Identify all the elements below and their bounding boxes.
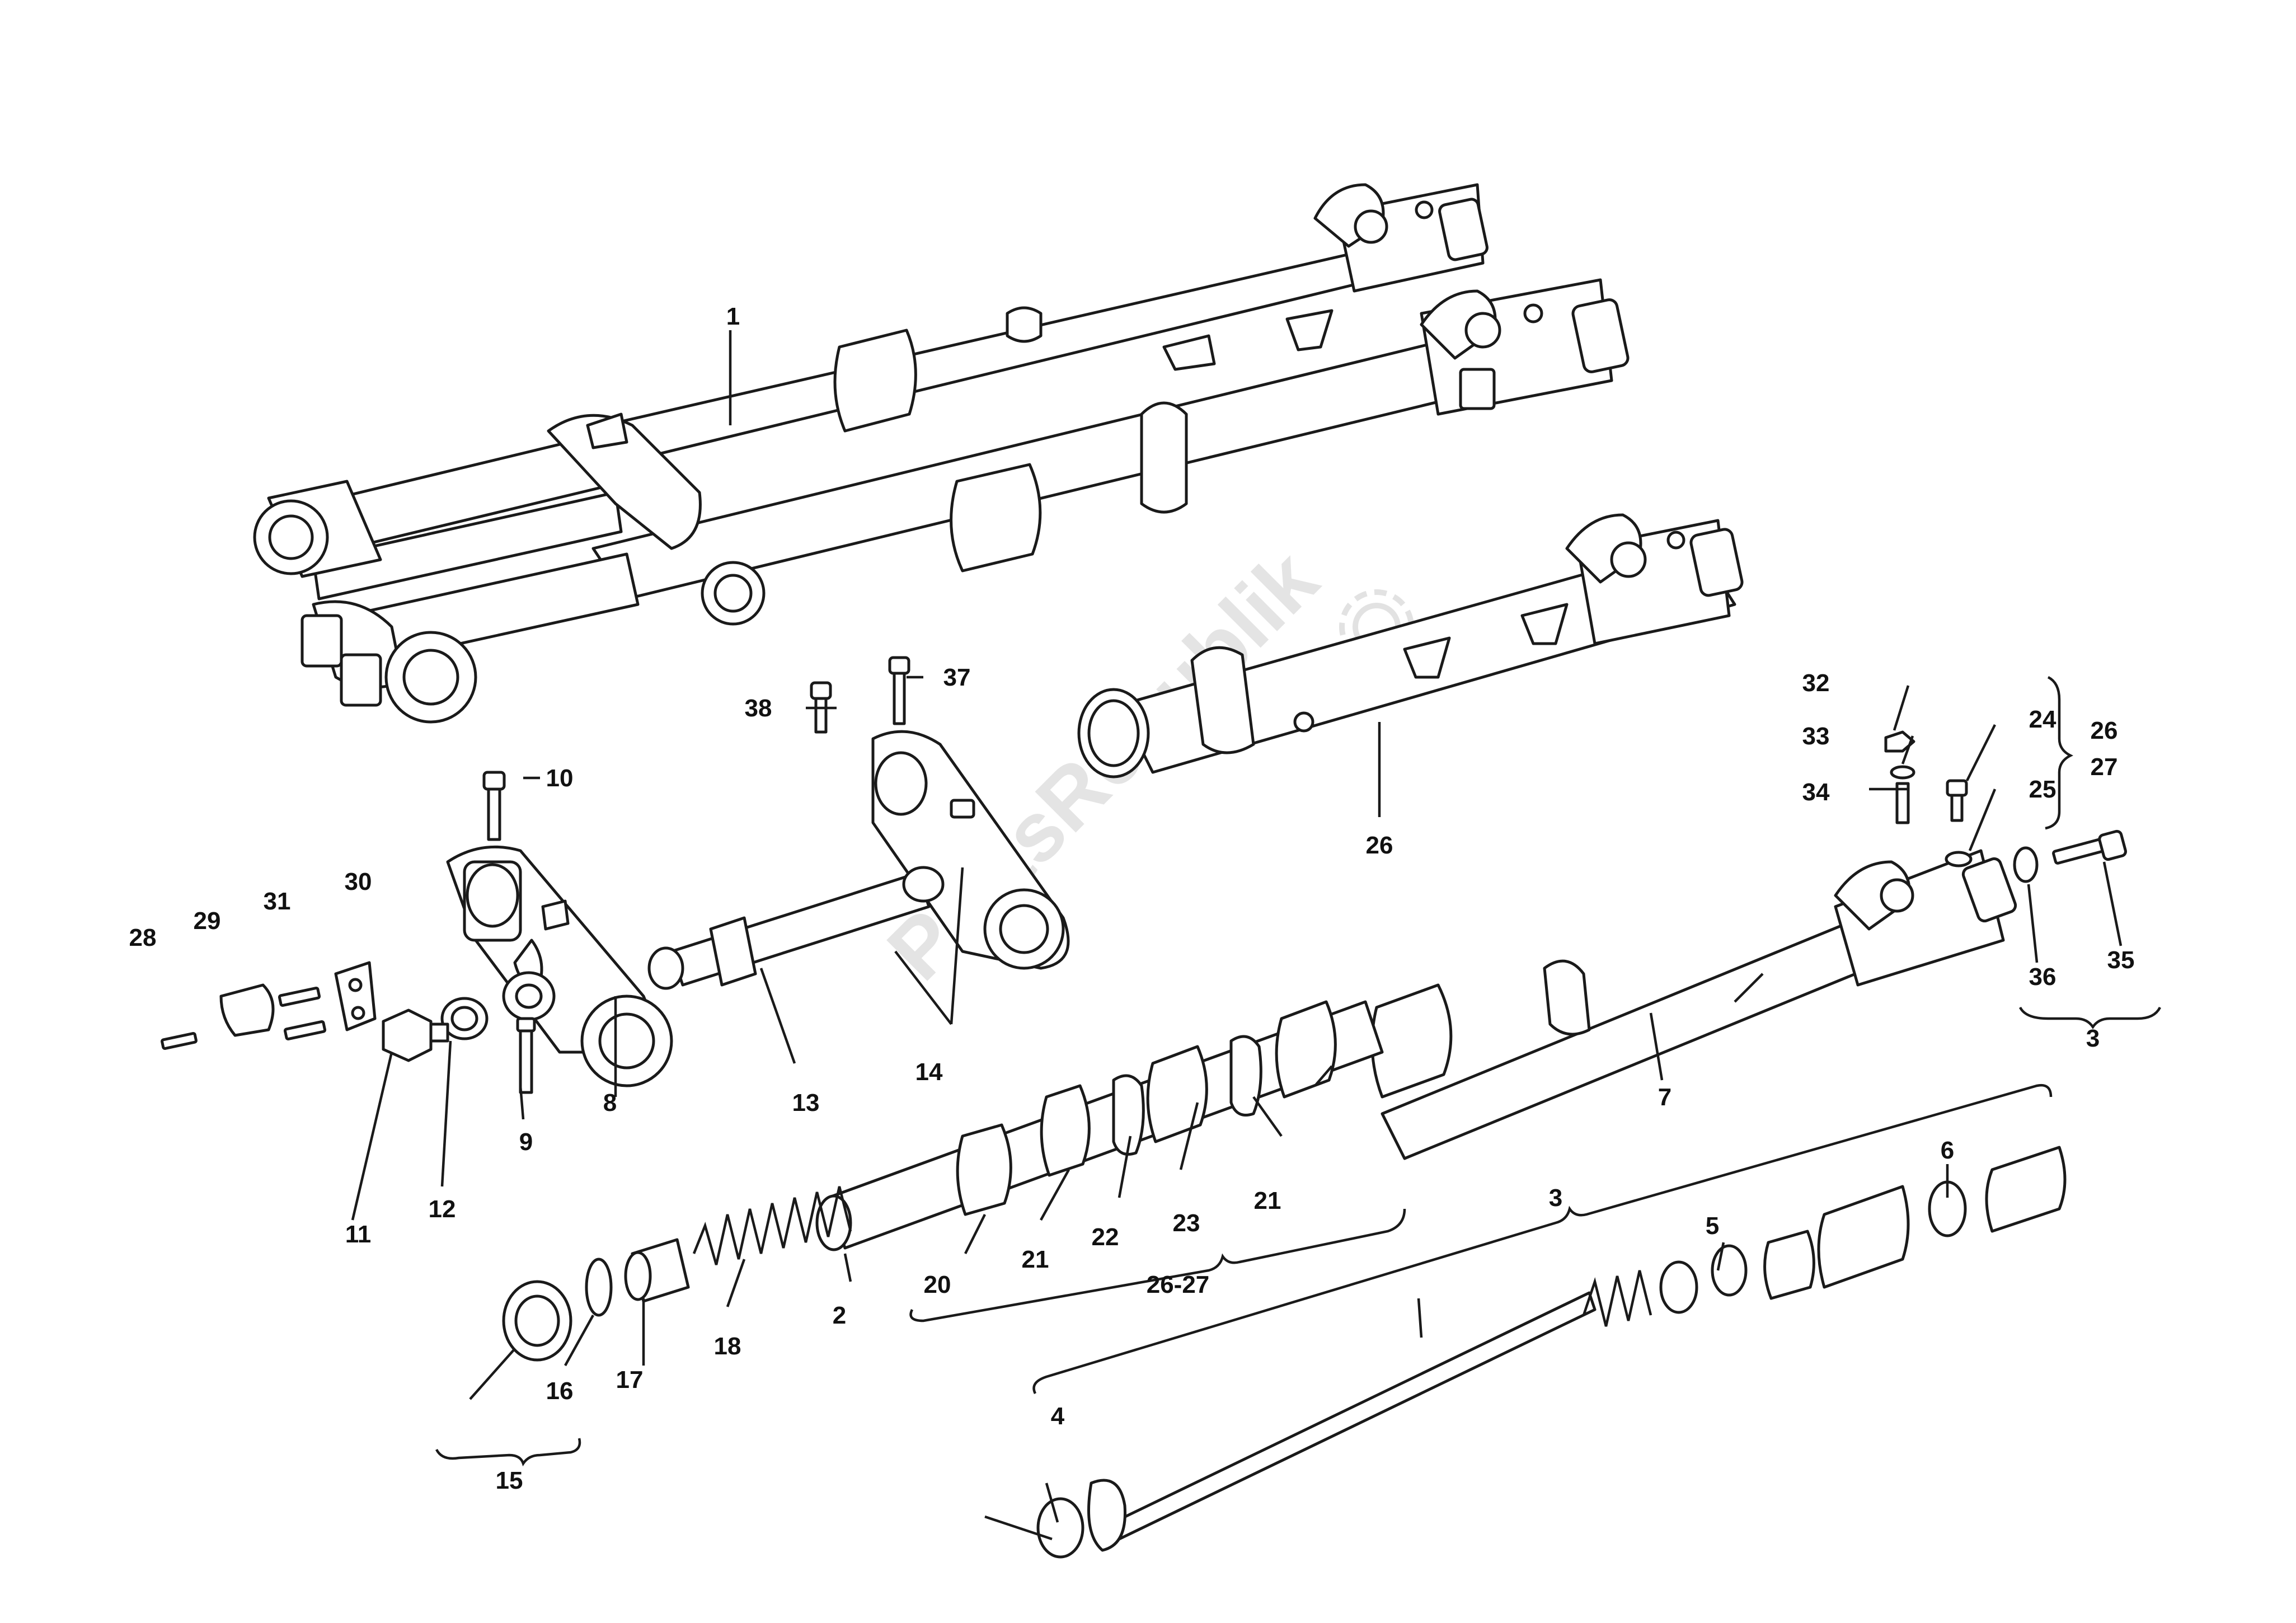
callout-13: 13	[792, 1089, 820, 1117]
spacer-17	[624, 1238, 690, 1303]
o-ring-16	[585, 1258, 613, 1317]
callout-15: 15	[496, 1467, 523, 1494]
callout-26-27: 26-27	[1147, 1271, 1210, 1298]
callout-labels: 1 2 3 3 4 5 6 7 8 9 10 11 12 13 14 15 16…	[129, 303, 2135, 1494]
bolt-24	[1946, 779, 1968, 822]
braces	[435, 676, 2162, 1467]
callout-4: 4	[1051, 1402, 1065, 1430]
callout-16: 16	[546, 1377, 574, 1405]
callout-20: 20	[924, 1271, 951, 1298]
callout-26-right: 26	[2091, 717, 2118, 744]
bolt-9	[516, 1017, 536, 1094]
callout-37: 37	[943, 664, 971, 691]
callout-8: 8	[603, 1089, 617, 1117]
callout-2: 2	[833, 1302, 846, 1329]
fork-leg-part-26	[1077, 513, 1744, 778]
callout-30: 30	[345, 868, 372, 895]
callout-6: 6	[1941, 1137, 1954, 1164]
bushings-20-23	[956, 1000, 1337, 1216]
washer-25	[1945, 851, 1973, 867]
callout-31: 31	[264, 888, 291, 915]
callout-7: 7	[1658, 1083, 1671, 1111]
callout-36: 36	[2029, 963, 2056, 991]
upper-triple-clamp-8	[446, 845, 673, 1087]
callout-32: 32	[1802, 669, 1830, 697]
callout-29: 29	[194, 907, 221, 935]
lower-triple-clamp-14	[871, 730, 1070, 970]
callout-17: 17	[616, 1366, 644, 1394]
steering-stem-13	[647, 871, 931, 990]
bolt-37	[888, 656, 910, 725]
callout-9: 9	[519, 1128, 533, 1156]
callout-11: 11	[345, 1221, 372, 1248]
callout-28: 28	[129, 924, 157, 951]
bracket-30	[334, 961, 377, 1031]
callout-33: 33	[1802, 723, 1830, 750]
callout-35: 35	[2107, 946, 2135, 974]
washer-12	[440, 997, 489, 1040]
bolt-31	[278, 986, 327, 1041]
callout-14: 14	[915, 1058, 943, 1086]
callout-12: 12	[429, 1195, 456, 1223]
callout-21-right: 21	[1254, 1187, 1281, 1214]
bolt-28	[161, 1031, 198, 1050]
bolt-10	[482, 771, 506, 841]
outer-leg-7	[1370, 849, 2017, 1160]
callout-26: 26	[1366, 832, 1393, 859]
callout-1: 1	[726, 303, 740, 330]
spring-18	[692, 1186, 852, 1265]
cap-15	[502, 1280, 572, 1362]
clamp-cap-29	[219, 983, 275, 1037]
callout-10: 10	[546, 764, 574, 792]
callout-22: 22	[1092, 1223, 1119, 1251]
callout-21-left: 21	[1022, 1246, 1049, 1273]
callout-24: 24	[2029, 706, 2056, 733]
callout-34: 34	[1802, 778, 1830, 806]
damper-rod-3	[1036, 1270, 1652, 1559]
nut-11	[382, 1008, 449, 1062]
leader-lines	[351, 330, 2123, 1541]
bolt-35	[2052, 829, 2127, 865]
washer-36	[2013, 846, 2039, 883]
assembled-fork-assembly	[253, 183, 1630, 724]
valve-parts-5-6	[1659, 1146, 2067, 1314]
callout-3-right: 3	[2086, 1025, 2100, 1052]
callout-23: 23	[1173, 1209, 1200, 1237]
callout-27: 27	[2091, 753, 2118, 781]
washer-33	[1890, 765, 1915, 780]
callout-18: 18	[714, 1333, 741, 1360]
callout-38: 38	[745, 695, 772, 722]
stud-34	[1895, 782, 1910, 824]
callout-3: 3	[1549, 1184, 1562, 1212]
callout-25: 25	[2029, 776, 2056, 803]
callout-5: 5	[1706, 1212, 1719, 1240]
